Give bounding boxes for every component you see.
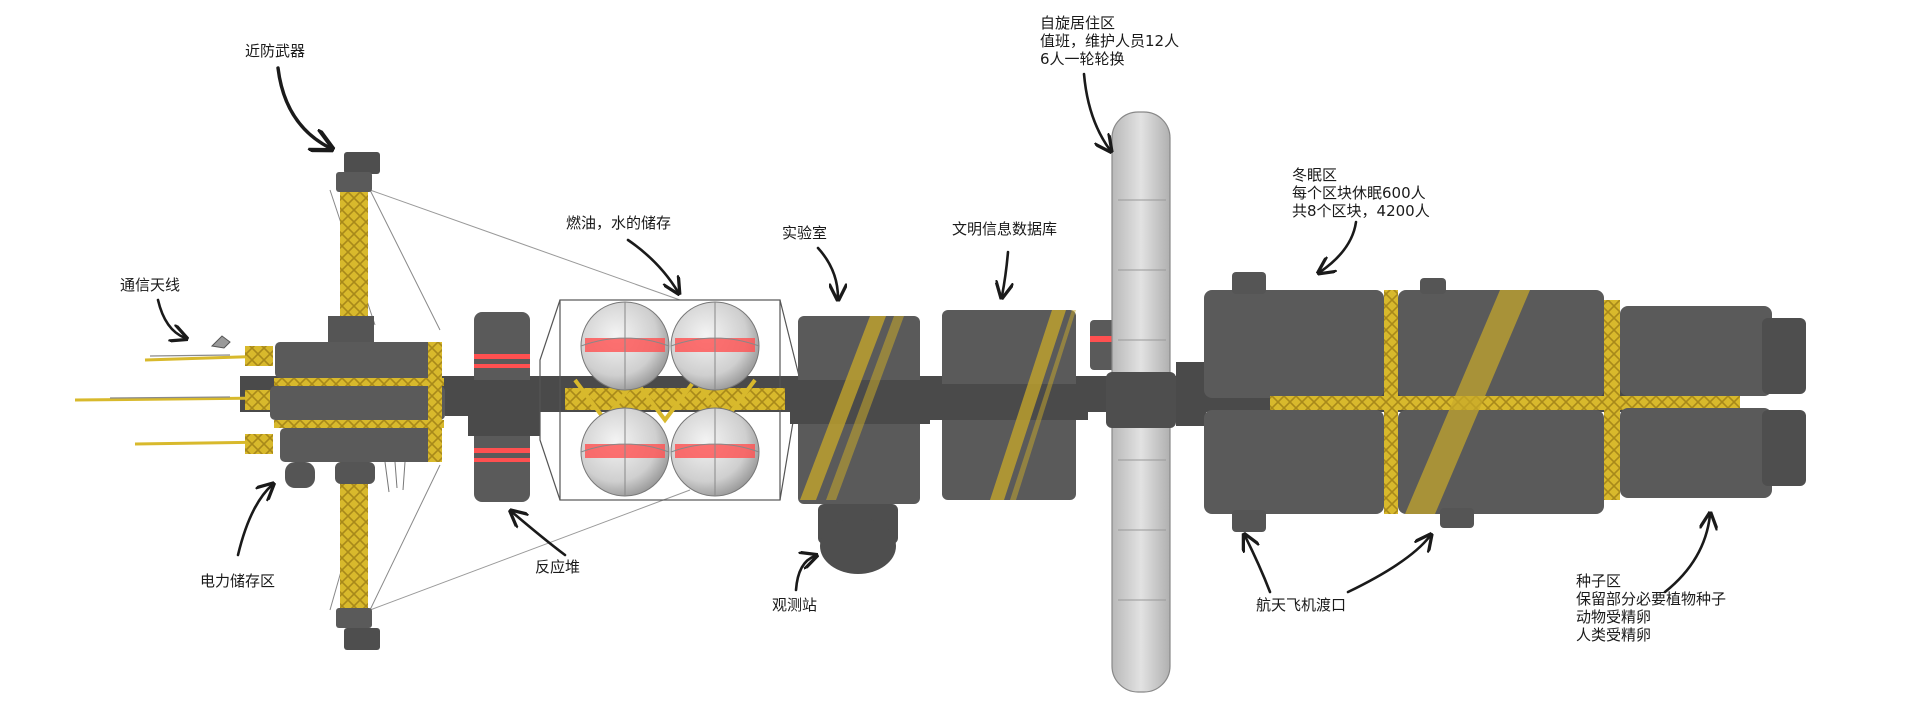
arrow-shuttle-dock-left — [1245, 536, 1270, 592]
tank-sphere-3 — [581, 408, 669, 496]
defense-turret-bottom — [336, 608, 372, 628]
seed-block — [1620, 408, 1772, 498]
label-lab: 实验室 — [782, 224, 827, 242]
arrow-habitat — [1084, 74, 1110, 150]
seed-line-2: 保留部分必要植物种子 — [1576, 590, 1726, 608]
label-habitat: 自旋居住区 值班，维护人员12人 6人一轮轮换 — [1040, 14, 1179, 68]
habitat-line-3: 6人一轮轮换 — [1040, 50, 1179, 68]
hibernation-line-1: 冬眠区 — [1292, 166, 1430, 184]
defense-turret-top — [344, 152, 380, 174]
label-fuel-water: 燃油，水的储存 — [566, 214, 671, 232]
habitat-line-2: 值班，维护人员12人 — [1040, 32, 1179, 50]
seed-line-3: 动物受精卵 — [1576, 608, 1726, 626]
label-power-storage: 电力储存区 — [200, 572, 275, 590]
label-reactor: 反应堆 — [535, 558, 580, 576]
observatory-module — [818, 504, 898, 574]
seed-line-1: 种子区 — [1576, 572, 1726, 590]
arrow-reactor — [512, 512, 565, 555]
tank-sphere-1 — [581, 302, 669, 390]
arrow-shuttle-dock-right — [1348, 536, 1430, 592]
arrow-observatory — [796, 556, 815, 590]
tank-sphere-2 — [671, 302, 759, 390]
hibernation-block — [1204, 410, 1384, 514]
label-shuttle-dock: 航天飞机渡口 — [1256, 596, 1346, 614]
arrow-hibernation — [1320, 222, 1356, 272]
tank-sphere-4 — [671, 408, 759, 496]
arrow-point-defense — [278, 68, 330, 148]
seed-line-4: 人类受精卵 — [1576, 626, 1726, 644]
seed-block — [1620, 306, 1772, 396]
label-observatory: 观测站 — [772, 596, 817, 614]
label-hibernation: 冬眠区 每个区块休眠600人 共8个区块，4200人 — [1292, 166, 1430, 220]
label-database: 文明信息数据库 — [952, 220, 1057, 238]
power-storage-block — [270, 316, 445, 492]
arrow-power-storage — [238, 485, 272, 555]
hibernation-line-3: 共8个区块，4200人 — [1292, 202, 1430, 220]
spin-habitat-ring — [1106, 112, 1176, 692]
fuel-water-tanks — [540, 300, 800, 500]
hibernation-block — [1204, 290, 1384, 398]
arrow-lab — [818, 248, 838, 298]
arrow-database — [1002, 252, 1008, 296]
laboratory-module — [790, 316, 930, 504]
label-seed: 种子区 保留部分必要植物种子 动物受精卵 人类受精卵 — [1576, 572, 1726, 644]
label-point-defense: 近防武器 — [245, 42, 305, 60]
habitat-line-1: 自旋居住区 — [1040, 14, 1179, 32]
label-comm-antenna: 通信天线 — [120, 276, 180, 294]
arrow-comm-antenna — [158, 300, 185, 338]
hibernation-line-2: 每个区块休眠600人 — [1292, 184, 1430, 202]
